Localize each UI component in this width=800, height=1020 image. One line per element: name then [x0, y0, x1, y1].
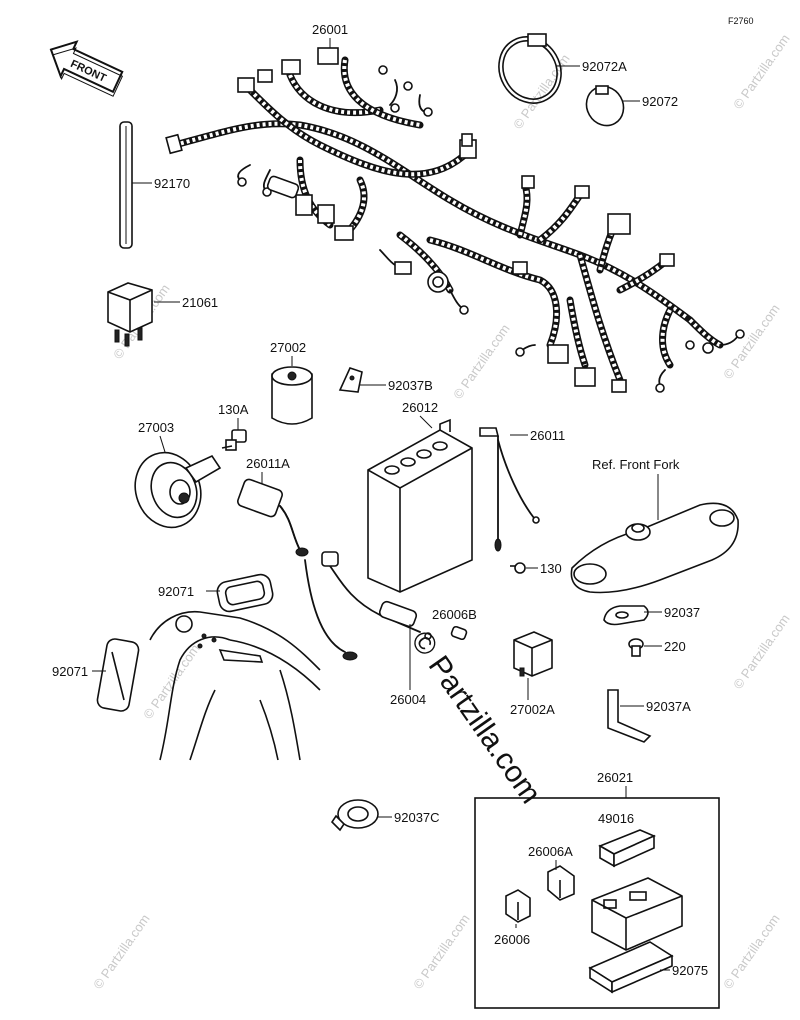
clamp-92037 [603, 605, 649, 626]
watermark-text: © Partzilla.com [720, 911, 783, 991]
frame-section [149, 610, 321, 761]
part-label-27003[interactable]: 27003 [138, 420, 174, 435]
watermark-text: © Partzilla.com [140, 641, 203, 721]
part-label-130[interactable]: 130 [540, 561, 562, 576]
front-arrow-icon: FRONT [49, 40, 124, 97]
part-27002 [271, 366, 313, 425]
watermark-text: © Partzilla.com [510, 51, 573, 131]
band-92072 [585, 85, 625, 127]
part-label-92075[interactable]: 92075 [672, 963, 708, 978]
watermark-text: © Partzilla.com [410, 911, 473, 991]
cable-26004 [304, 551, 432, 661]
screw-220 [628, 638, 644, 657]
junction-box-group-frame [474, 797, 720, 1009]
part-label-26021[interactable]: 26021 [597, 770, 633, 785]
clip-92037b [338, 367, 363, 393]
part-label-92170[interactable]: 92170 [154, 176, 190, 191]
bracket-92037a [607, 689, 652, 743]
battery-26012 [367, 418, 473, 593]
part-label-220[interactable]: 220 [664, 639, 686, 654]
part-label-26011[interactable]: 26011 [530, 428, 565, 443]
cover-49016 [598, 829, 656, 868]
cover-92075 [588, 941, 674, 994]
part-label-92071-lower[interactable]: 92071 [52, 664, 88, 679]
band-92072a [498, 33, 562, 104]
part-label-26011a[interactable]: 26011A [246, 456, 290, 471]
part-label-26006b[interactable]: 26006B [432, 607, 477, 622]
watermark-text: © Partzilla.com [720, 301, 783, 381]
part-label-26012[interactable]: 26012 [402, 400, 438, 415]
part-label-92072[interactable]: 92072 [642, 94, 678, 109]
part-label-92037[interactable]: 92037 [664, 605, 700, 620]
part-label-92037a[interactable]: 92037A [646, 699, 691, 714]
reference-note: Ref. Front Fork [592, 457, 680, 472]
cable-26011a [237, 478, 309, 557]
front-fork-triple-clamp [570, 502, 739, 594]
part-label-21061[interactable]: 21061 [182, 295, 218, 310]
horn-27003 [134, 451, 222, 529]
watermark-text: © Partzilla.com [730, 31, 793, 111]
fuse-26006b [450, 625, 468, 641]
part-27002a [513, 631, 553, 677]
watermark-text: © Partzilla.com [90, 911, 153, 991]
part-label-92072a[interactable]: 92072A [582, 59, 627, 74]
part-label-92037c[interactable]: 92037C [394, 810, 440, 825]
watermark-text: © Partzilla.com [450, 321, 513, 401]
clamp-92037c [330, 799, 379, 832]
part-label-130a[interactable]: 130A [218, 402, 249, 417]
fuse-26006 [505, 889, 531, 923]
rubber-92071-lower [96, 638, 140, 712]
part-label-26004[interactable]: 26004 [390, 692, 426, 707]
relay-21061 [107, 282, 153, 347]
part-label-27002a[interactable]: 27002A [510, 702, 555, 717]
watermark-text: © Partzilla.com [730, 611, 793, 691]
bolt-130 [510, 562, 526, 574]
part-label-49016[interactable]: 49016 [598, 811, 634, 826]
diagram-code: F2760 [728, 16, 754, 26]
part-label-27002[interactable]: 27002 [270, 340, 306, 355]
bolt-130a [221, 429, 247, 451]
part-label-26001[interactable]: 26001 [312, 22, 348, 37]
fuse-26006a [547, 865, 575, 901]
part-label-92071-upper[interactable]: 92071 [158, 584, 194, 599]
part-label-26006a[interactable]: 26006A [528, 844, 573, 859]
rubber-92071-upper [216, 573, 274, 613]
part-label-92037b[interactable]: 92037B [388, 378, 433, 393]
strap-92170 [119, 121, 133, 249]
cable-26011 [479, 427, 540, 552]
junction-box-body [591, 877, 683, 951]
part-label-26006[interactable]: 26006 [494, 932, 530, 947]
main-wiring-harness [165, 47, 745, 393]
